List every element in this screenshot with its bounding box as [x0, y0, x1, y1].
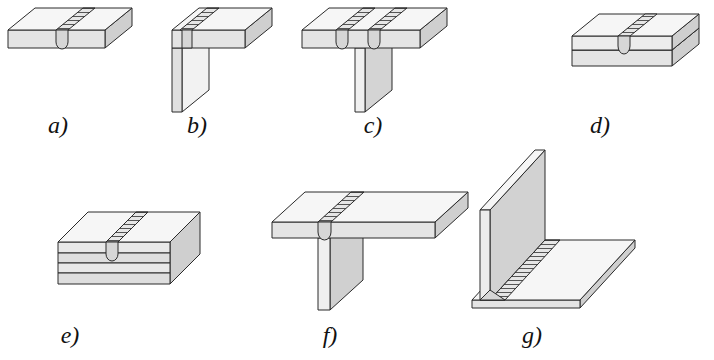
figure-label: c) — [364, 113, 383, 137]
figure-label: b) — [187, 113, 207, 137]
butt-joint — [8, 8, 132, 49]
figure-label: e) — [61, 323, 80, 347]
lap-joint — [572, 14, 699, 66]
figure-label: d) — [590, 113, 610, 137]
figure-label: a) — [48, 113, 68, 137]
t-butt-joint — [272, 192, 468, 310]
double-butt-joint — [302, 8, 447, 112]
multilayer-joint — [58, 212, 200, 284]
figure-label: f) — [323, 323, 338, 347]
fillet-joint — [472, 150, 635, 308]
figure-label: g) — [522, 323, 542, 347]
corner-joint — [172, 8, 272, 112]
